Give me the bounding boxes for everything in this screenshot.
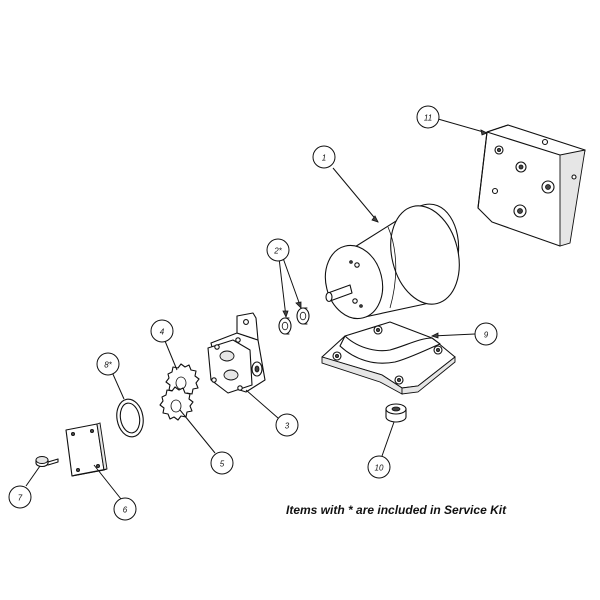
leader-10	[381, 421, 395, 457]
callout-1: 1	[312, 145, 336, 169]
callout-5-label: 5	[220, 460, 225, 469]
leader-1	[332, 167, 379, 223]
callout-9-label: 9	[484, 331, 489, 340]
leader-lines	[25, 118, 488, 500]
callouts: 1 2* 3 4 5 6 7 8* 9 10 11	[8, 105, 498, 521]
callout-8-label: 8*	[104, 361, 112, 370]
callout-4: 4	[150, 319, 174, 343]
callout-3: 3	[275, 413, 299, 437]
part-6-cover-plate	[65, 422, 108, 477]
part-3-pump-housing	[207, 312, 266, 394]
service-kit-note: Items with * are included in Service Kit	[286, 503, 507, 517]
leader-3	[245, 389, 279, 419]
callout-2: 2*	[266, 238, 290, 262]
callout-6-label: 6	[123, 506, 128, 515]
leader-7	[25, 465, 41, 487]
leader-9	[431, 333, 476, 337]
callout-5: 5	[210, 451, 234, 475]
part-2-bushings	[278, 307, 310, 335]
callout-4-label: 4	[160, 328, 165, 337]
leader-11	[437, 118, 488, 134]
callout-6: 6	[113, 497, 137, 521]
part-8-o-ring	[116, 398, 144, 438]
leader-6	[93, 464, 122, 500]
callout-2-label: 2*	[273, 247, 282, 256]
callout-7-label: 7	[18, 494, 23, 503]
part-1-motor	[324, 203, 460, 320]
callout-1-label: 1	[322, 154, 326, 163]
part-5-gear	[159, 386, 194, 421]
part-10-grommet	[385, 403, 407, 423]
leader-2b	[282, 257, 302, 309]
callout-10: 10	[367, 455, 391, 479]
callout-11: 11	[416, 105, 440, 129]
part-7-screw	[35, 456, 59, 468]
callout-3-label: 3	[285, 422, 290, 431]
callout-7: 7	[8, 485, 32, 509]
leader-2a	[278, 257, 287, 318]
leader-4	[164, 340, 178, 371]
leader-8	[111, 371, 125, 400]
leader-5	[179, 409, 216, 454]
callout-10-label: 10	[375, 464, 384, 473]
callout-9: 9	[474, 322, 498, 346]
callout-8: 8*	[96, 352, 120, 376]
part-9-mounting-bracket	[321, 321, 456, 395]
part-11-end-cap	[477, 124, 586, 247]
callout-11-label: 11	[424, 114, 432, 123]
